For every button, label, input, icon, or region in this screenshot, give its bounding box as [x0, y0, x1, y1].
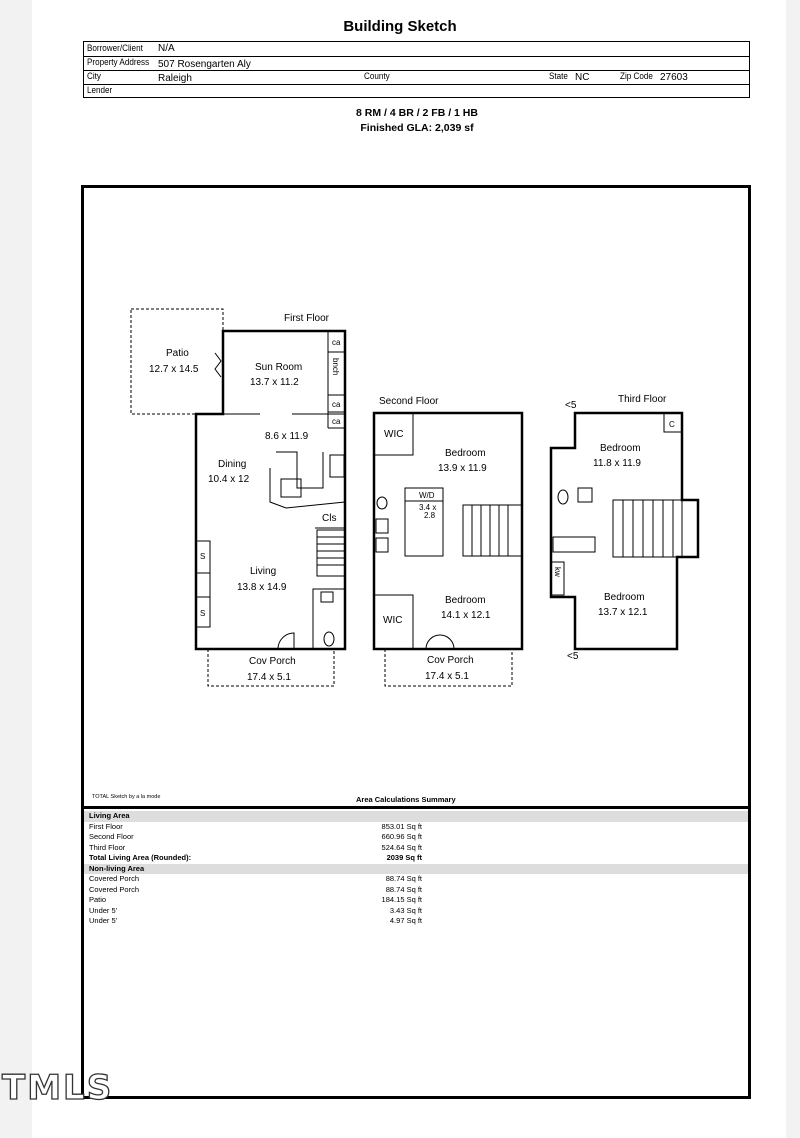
state-label: State — [549, 71, 568, 81]
nonliving-area-header-label: Non-living Area — [89, 863, 145, 873]
second-bed2-label: Bedroom — [445, 595, 486, 606]
under5-label-1: <5 — [565, 400, 577, 411]
second-porch-label: Cov Porch — [427, 655, 474, 666]
third-floor-title: Third Floor — [618, 394, 667, 405]
page-sheet — [32, 0, 786, 1138]
bench-label: bnch — [331, 358, 340, 375]
under5-label-2: <5 — [567, 651, 579, 662]
living-label: Living — [250, 566, 276, 577]
gla-summary: Finished GLA: 2,039 sf — [360, 122, 474, 134]
county-label: County — [364, 71, 390, 81]
address-label: Property Address — [87, 57, 150, 67]
dining-dim: 10.4 x 12 — [208, 474, 250, 485]
lender-row: Lender — [84, 84, 749, 98]
second-bed1-dim: 13.9 x 11.9 — [438, 463, 487, 474]
room-count-summary: 8 RM / 4 BR / 2 FB / 1 HB — [356, 107, 478, 119]
kitchen-dim: 8.6 x 11.9 — [265, 431, 309, 442]
zip-value: 27603 — [660, 72, 688, 83]
borrower-row: Borrower/Client N/A — [84, 42, 749, 57]
page-title: Building Sketch — [343, 18, 457, 35]
wic-label-1: WIC — [384, 429, 403, 440]
sketch-divider — [81, 806, 751, 809]
living-area-header-label: Living Area — [89, 811, 130, 820]
zip-label: Zip Code — [620, 71, 653, 81]
wd-dim-2: 2.8 — [424, 511, 436, 520]
wd-label: W/D — [419, 491, 435, 500]
address-row: Property Address 507 Rosengarten Aly — [84, 56, 749, 71]
second-porch-dim: 17.4 x 5.1 — [425, 671, 469, 682]
third-bed2-label: Bedroom — [604, 592, 645, 603]
sun-room-dim: 13.7 x 11.2 — [250, 377, 299, 388]
kw-label: kw — [553, 567, 562, 577]
first-porch-dim: 17.4 x 5.1 — [247, 672, 291, 683]
s-label-1: S — [200, 552, 205, 561]
area-summary-title: Area Calculations Summary — [356, 795, 456, 804]
ca-label-1: ca — [332, 338, 341, 347]
sketch-frame — [81, 185, 751, 1099]
property-info-table: Borrower/Client N/A Property Address 507… — [83, 41, 750, 98]
first-porch-label: Cov Porch — [249, 656, 296, 667]
area-row: Under 5'4.97 Sq ft — [89, 916, 422, 925]
tmls-watermark: TMLS — [1, 1067, 114, 1108]
patio-dim: 12.7 x 14.5 — [149, 364, 199, 375]
second-bed2-dim: 14.1 x 12.1 — [441, 610, 491, 621]
wic-label-2: WIC — [383, 615, 402, 626]
city-value: Raleigh — [158, 73, 192, 84]
address-value: 507 Rosengarten Aly — [158, 59, 251, 70]
living-area-header: Living Area — [84, 811, 748, 822]
first-floor-title: First Floor — [284, 313, 330, 324]
patio-label: Patio — [166, 348, 189, 359]
total-living-area-row: Total Living Area (Rounded):2039 Sq ft — [89, 853, 422, 862]
ca-label-2: ca — [332, 400, 341, 409]
borrower-label: Borrower/Client — [87, 43, 143, 53]
city-row: City Raleigh County State NC Zip Code 27… — [84, 70, 749, 85]
second-floor-title: Second Floor — [379, 396, 439, 407]
borrower-value: N/A — [158, 43, 175, 54]
third-bed2-dim: 13.7 x 12.1 — [598, 607, 648, 618]
nonliving-area-header: Non-living Area — [84, 863, 748, 874]
s-label-2: S — [200, 609, 205, 618]
second-bed1-label: Bedroom — [445, 448, 486, 459]
lender-label: Lender — [87, 85, 113, 95]
wd-dim-1: 3.4 x — [419, 503, 436, 512]
closet-c-label: C — [669, 420, 675, 429]
living-dim: 13.8 x 14.9 — [237, 582, 287, 593]
state-value: NC — [575, 72, 590, 83]
ca-label-3: ca — [332, 417, 341, 426]
closet-label: Cls — [322, 513, 336, 524]
sketch-credit: TOTAL Sketch by a la mode — [92, 794, 161, 800]
patio-outline — [130, 308, 224, 415]
city-label: City — [87, 71, 101, 81]
third-bed1-dim: 11.8 x 11.9 — [593, 458, 641, 469]
dining-label: Dining — [218, 459, 246, 470]
area-row: Under 5'3.43 Sq ft — [89, 905, 422, 915]
third-bed1-label: Bedroom — [600, 443, 641, 454]
sun-room-label: Sun Room — [255, 362, 302, 373]
